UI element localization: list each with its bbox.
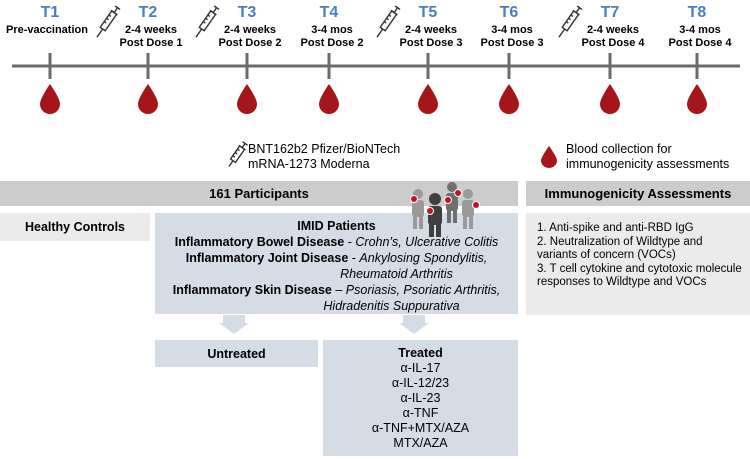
syringe-icon — [228, 141, 248, 167]
healthy-controls-box: Healthy Controls — [0, 213, 150, 241]
arrow-to-treated-head — [399, 323, 429, 334]
timepoint-timing: 3-4 mos — [491, 24, 533, 36]
timepoint-dose: Post Dose 4 — [582, 37, 646, 49]
timepoint-label: T4 — [320, 4, 339, 21]
blood-drop-icon — [40, 84, 60, 114]
timepoint-label: T6 — [500, 4, 519, 21]
timepoint-timing: 3-4 mos — [311, 24, 353, 36]
timepoint-label: T5 — [419, 4, 438, 21]
imid-group-skin: Inflammatory Skin Disease – Psoriasis, P… — [155, 282, 518, 298]
timepoint-timing: 2-4 weeks — [125, 24, 177, 36]
treatment-item: MTX/AZA — [393, 436, 448, 450]
vaccine-legend-moderna: mRNA-1273 Moderna — [248, 157, 370, 171]
treatment-item: α-IL-17 — [400, 361, 441, 375]
group-detail: Psoriasis, Psoriatic Arthritis, — [345, 283, 501, 297]
treated-title: Treated — [398, 346, 443, 360]
timepoint-timing: Pre-vaccination — [6, 24, 88, 36]
blood-legend-line2: immunogenicity assessments — [566, 157, 730, 171]
timepoint-label: T8 — [688, 4, 707, 21]
timepoint-dose: Post Dose 2 — [219, 37, 282, 49]
timepoint-timing: 2-4 weeks — [224, 24, 276, 36]
group-detail: Crohn’s, Ulcerative Colitis — [355, 235, 499, 249]
imid-title: IMID Patients — [297, 219, 376, 233]
immunogenicity-box: 1. Anti-spike and anti-RBD IgG 2. Neutra… — [526, 213, 750, 315]
blood-drop-icon — [687, 84, 707, 114]
arrow-to-treated — [403, 315, 425, 323]
participants-header-label: 161 Participants — [209, 186, 309, 201]
immunogenicity-item: 2. Neutralization of Wildtype and varian… — [537, 235, 703, 262]
group-separator: - — [348, 251, 360, 265]
timepoint-label: T2 — [139, 4, 158, 21]
group-detail-continued: Rheumatoid Arthritis — [340, 267, 453, 281]
timepoint-dose: Post Dose 3 — [400, 37, 463, 49]
syringe-icon — [558, 5, 583, 38]
syringe-icon — [96, 5, 121, 38]
blood-drop-icon — [138, 84, 158, 114]
timepoint-label: T1 — [41, 4, 60, 21]
timepoint-dose: Post Dose 4 — [669, 37, 733, 49]
timepoint-timing: 2-4 weeks — [405, 24, 457, 36]
immunogenicity-item: 3. T cell cytokine and cytotoxic molecul… — [537, 262, 742, 289]
blood-legend: Blood collection for immunogenicity asse… — [566, 142, 729, 172]
immunogenicity-header-label: Immunogenicity Assessments — [544, 186, 732, 201]
timepoint-label: T7 — [601, 4, 620, 21]
imid-group-bowel: Inflammatory Bowel Disease - Crohn’s, Ul… — [155, 234, 518, 250]
group-detail: Ankylosing Spondylitis, — [359, 251, 488, 265]
treated-box: Treated α-IL-17 α-IL-12/23 α-IL-23 α-TNF… — [323, 340, 518, 456]
immunogenicity-header: Immunogenicity Assessments — [526, 181, 750, 206]
untreated-label: Untreated — [207, 346, 266, 361]
imid-patients-box: IMID Patients Inflammatory Bowel Disease… — [155, 213, 518, 314]
untreated-box: Untreated — [155, 340, 318, 367]
people-group-icon — [410, 182, 480, 237]
blood-drop-icon — [499, 84, 519, 114]
timepoint-label: T3 — [238, 4, 257, 21]
treatment-item: α-IL-23 — [400, 391, 441, 405]
blood-drop-icon — [418, 84, 438, 114]
group-name: Inflammatory Bowel Disease — [174, 235, 345, 249]
healthy-controls-label: Healthy Controls — [24, 220, 125, 234]
group-name: Inflammatory Skin Disease — [172, 283, 332, 297]
immunogenicity-item: 1. Anti-spike and anti-RBD IgG — [537, 222, 694, 234]
group-name: Inflammatory Joint Disease — [185, 251, 349, 265]
blood-drop-icon — [600, 84, 620, 114]
group-separator: - — [344, 235, 356, 249]
blood-drop-icon — [237, 84, 257, 114]
blood-legend-line1: Blood collection for — [566, 142, 672, 156]
timepoint-timing: 2-4 weeks — [587, 24, 639, 36]
group-separator: – — [331, 283, 346, 297]
timepoint-dose: Post Dose 3 — [481, 37, 544, 49]
group-detail-continued: Hidradenitis Suppurativa — [323, 299, 460, 313]
timepoint-timing: 3-4 mos — [679, 24, 721, 36]
treatment-item: α-TNF — [402, 406, 439, 420]
syringe-icon — [376, 5, 401, 38]
vaccine-legend-pfizer: BNT162b2 Pfizer/BioNTech — [248, 142, 401, 156]
blood-drop-icon — [541, 146, 557, 168]
vaccine-legend: BNT162b2 Pfizer/BioNTech mRNA-1273 Moder… — [248, 142, 400, 172]
treatment-item: α-TNF+MTX/AZA — [371, 421, 470, 435]
syringe-icon — [195, 5, 220, 38]
treatment-item: α-IL-12/23 — [391, 376, 450, 390]
imid-group-joint: Inflammatory Joint Disease - Ankylosing … — [155, 250, 518, 266]
timepoint-dose: Post Dose 1 — [120, 37, 183, 49]
arrow-to-untreated — [223, 315, 245, 323]
blood-drop-icon — [319, 84, 339, 114]
timepoint-dose: Post Dose 2 — [301, 37, 364, 49]
arrow-to-untreated-head — [219, 323, 249, 334]
